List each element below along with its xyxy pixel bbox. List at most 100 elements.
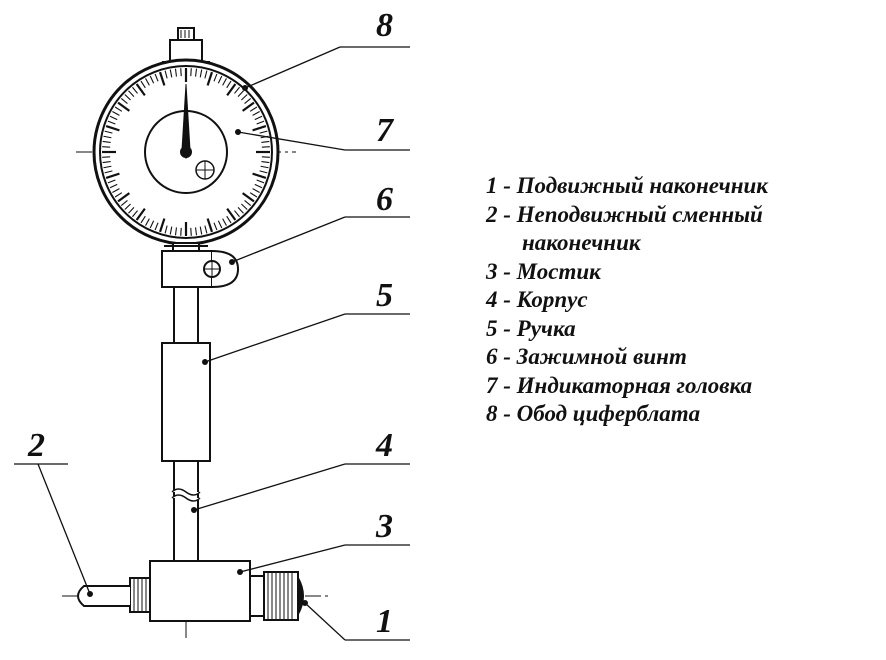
dial-minor-tick — [190, 68, 192, 77]
dial-minor-tick — [249, 192, 258, 198]
parts-legend: 1 - Подвижный наконечник 2 - Неподвижный… — [486, 172, 882, 429]
dial-minor-tick — [124, 94, 131, 101]
dial-major-tick — [206, 71, 214, 86]
dial-minor-tick — [199, 69, 203, 78]
dial-minor-tick — [254, 115, 263, 121]
dial-minor-tick — [254, 183, 263, 189]
dial-major-tick — [105, 172, 120, 180]
dial-minor-tick — [103, 165, 112, 169]
dial-minor-tick — [261, 156, 270, 158]
dial-minor-tick — [145, 218, 150, 226]
dial-minor-tick — [252, 188, 260, 193]
dial-minor-tick — [109, 115, 118, 121]
dial-minor-tick — [261, 140, 270, 144]
dial-minor-tick — [107, 120, 116, 125]
dial-minor-tick — [249, 106, 258, 112]
dial-minor-tick — [102, 140, 111, 144]
dial-minor-tick — [109, 183, 118, 189]
legend-item-3: 3 - Мостик — [486, 258, 601, 284]
dial-minor-tick — [204, 70, 208, 79]
dial-minor-tick — [180, 227, 182, 236]
needle-hub — [180, 146, 192, 158]
dial-major-tick — [252, 172, 267, 180]
legend-item-7: 7 - Индикаторная головка — [486, 372, 753, 398]
dial-minor-tick — [199, 226, 203, 235]
dial-minor-tick — [217, 220, 223, 229]
dial-minor-tick — [237, 90, 244, 97]
dial-minor-tick — [252, 111, 260, 116]
dial-minor-tick — [164, 225, 168, 234]
dial-minor-tick — [114, 192, 123, 198]
legend-item-2-continued: наконечник — [522, 230, 641, 255]
legend-item-6: 6 - Зажимной винт — [486, 344, 687, 369]
dial-minor-tick — [102, 156, 111, 158]
dial-minor-tick — [244, 98, 252, 104]
dial-major-tick — [226, 83, 237, 97]
dial-major-tick — [241, 101, 255, 112]
indicator-dial — [92, 58, 280, 246]
dial-minor-tick — [154, 222, 159, 231]
dial-minor-tick — [120, 98, 128, 104]
dial-minor-tick — [180, 68, 182, 77]
dial-minor-tick — [244, 200, 252, 206]
dial-minor-tick — [237, 207, 244, 214]
dial-minor-tick — [204, 225, 208, 234]
dial-minor-tick — [222, 78, 227, 86]
callout-8: 8 — [376, 7, 393, 44]
callout-7: 7 — [376, 112, 395, 149]
dial-minor-tick — [260, 165, 269, 169]
dial-minor-tick — [132, 210, 138, 218]
dial-major-tick — [206, 218, 214, 233]
fixed-tip — [77, 577, 151, 613]
dial-major-tick — [105, 124, 120, 132]
dial-minor-tick — [104, 170, 113, 174]
dial-minor-tick — [226, 215, 232, 224]
callout-5: 5 — [376, 277, 393, 314]
dial-major-tick — [226, 207, 237, 221]
legend-item-1: 1 - Подвижный наконечник — [486, 173, 768, 198]
dial-face — [99, 65, 273, 239]
dial-minor-tick — [226, 80, 232, 89]
dial-minor-tick — [128, 207, 135, 214]
clamp-block — [161, 250, 240, 288]
dial-minor-tick — [132, 86, 138, 94]
dial-major-tick — [241, 192, 255, 203]
legend-item-2: 2 - Неподвижный сменный — [486, 201, 763, 227]
dial-major-tick — [117, 192, 131, 203]
dial-major-tick — [158, 218, 166, 233]
legend-item-5: 5 - Ручка — [486, 315, 576, 341]
dial-minor-tick — [169, 226, 173, 235]
dial-minor-tick — [261, 146, 270, 148]
callout-4: 4 — [375, 427, 393, 464]
callout-6: 6 — [376, 181, 393, 218]
movable-tip — [249, 571, 304, 621]
upper-tube — [173, 286, 199, 344]
dial-minor-tick — [194, 227, 198, 236]
dial-minor-tick — [256, 120, 265, 125]
dial-minor-tick — [259, 170, 268, 174]
dial-minor-tick — [190, 227, 192, 236]
dial-minor-tick — [174, 68, 178, 77]
dial-minor-tick — [213, 73, 218, 82]
dial-minor-tick — [107, 179, 116, 184]
dial-minor-tick — [104, 130, 113, 134]
dial-minor-tick — [194, 68, 198, 77]
callout-3: 3 — [375, 508, 393, 545]
dial-minor-tick — [256, 179, 265, 184]
dial-major-tick — [135, 207, 146, 221]
dial-scale-ticks — [102, 68, 270, 236]
dial-minor-tick — [169, 69, 173, 78]
dial-minor-tick — [140, 215, 146, 224]
bridge-block — [149, 560, 251, 622]
dial-minor-tick — [261, 160, 270, 164]
dial-minor-tick — [241, 94, 248, 101]
leader-dots — [87, 85, 308, 606]
dial-minor-tick — [103, 135, 112, 139]
dial-minor-tick — [234, 86, 240, 94]
callout-1: 1 — [376, 603, 393, 640]
dial-minor-tick — [114, 106, 123, 112]
dial-minor-tick — [222, 218, 227, 226]
dial-minor-tick — [112, 188, 120, 193]
dial-minor-tick — [154, 73, 159, 82]
dial-minor-tick — [102, 160, 111, 164]
